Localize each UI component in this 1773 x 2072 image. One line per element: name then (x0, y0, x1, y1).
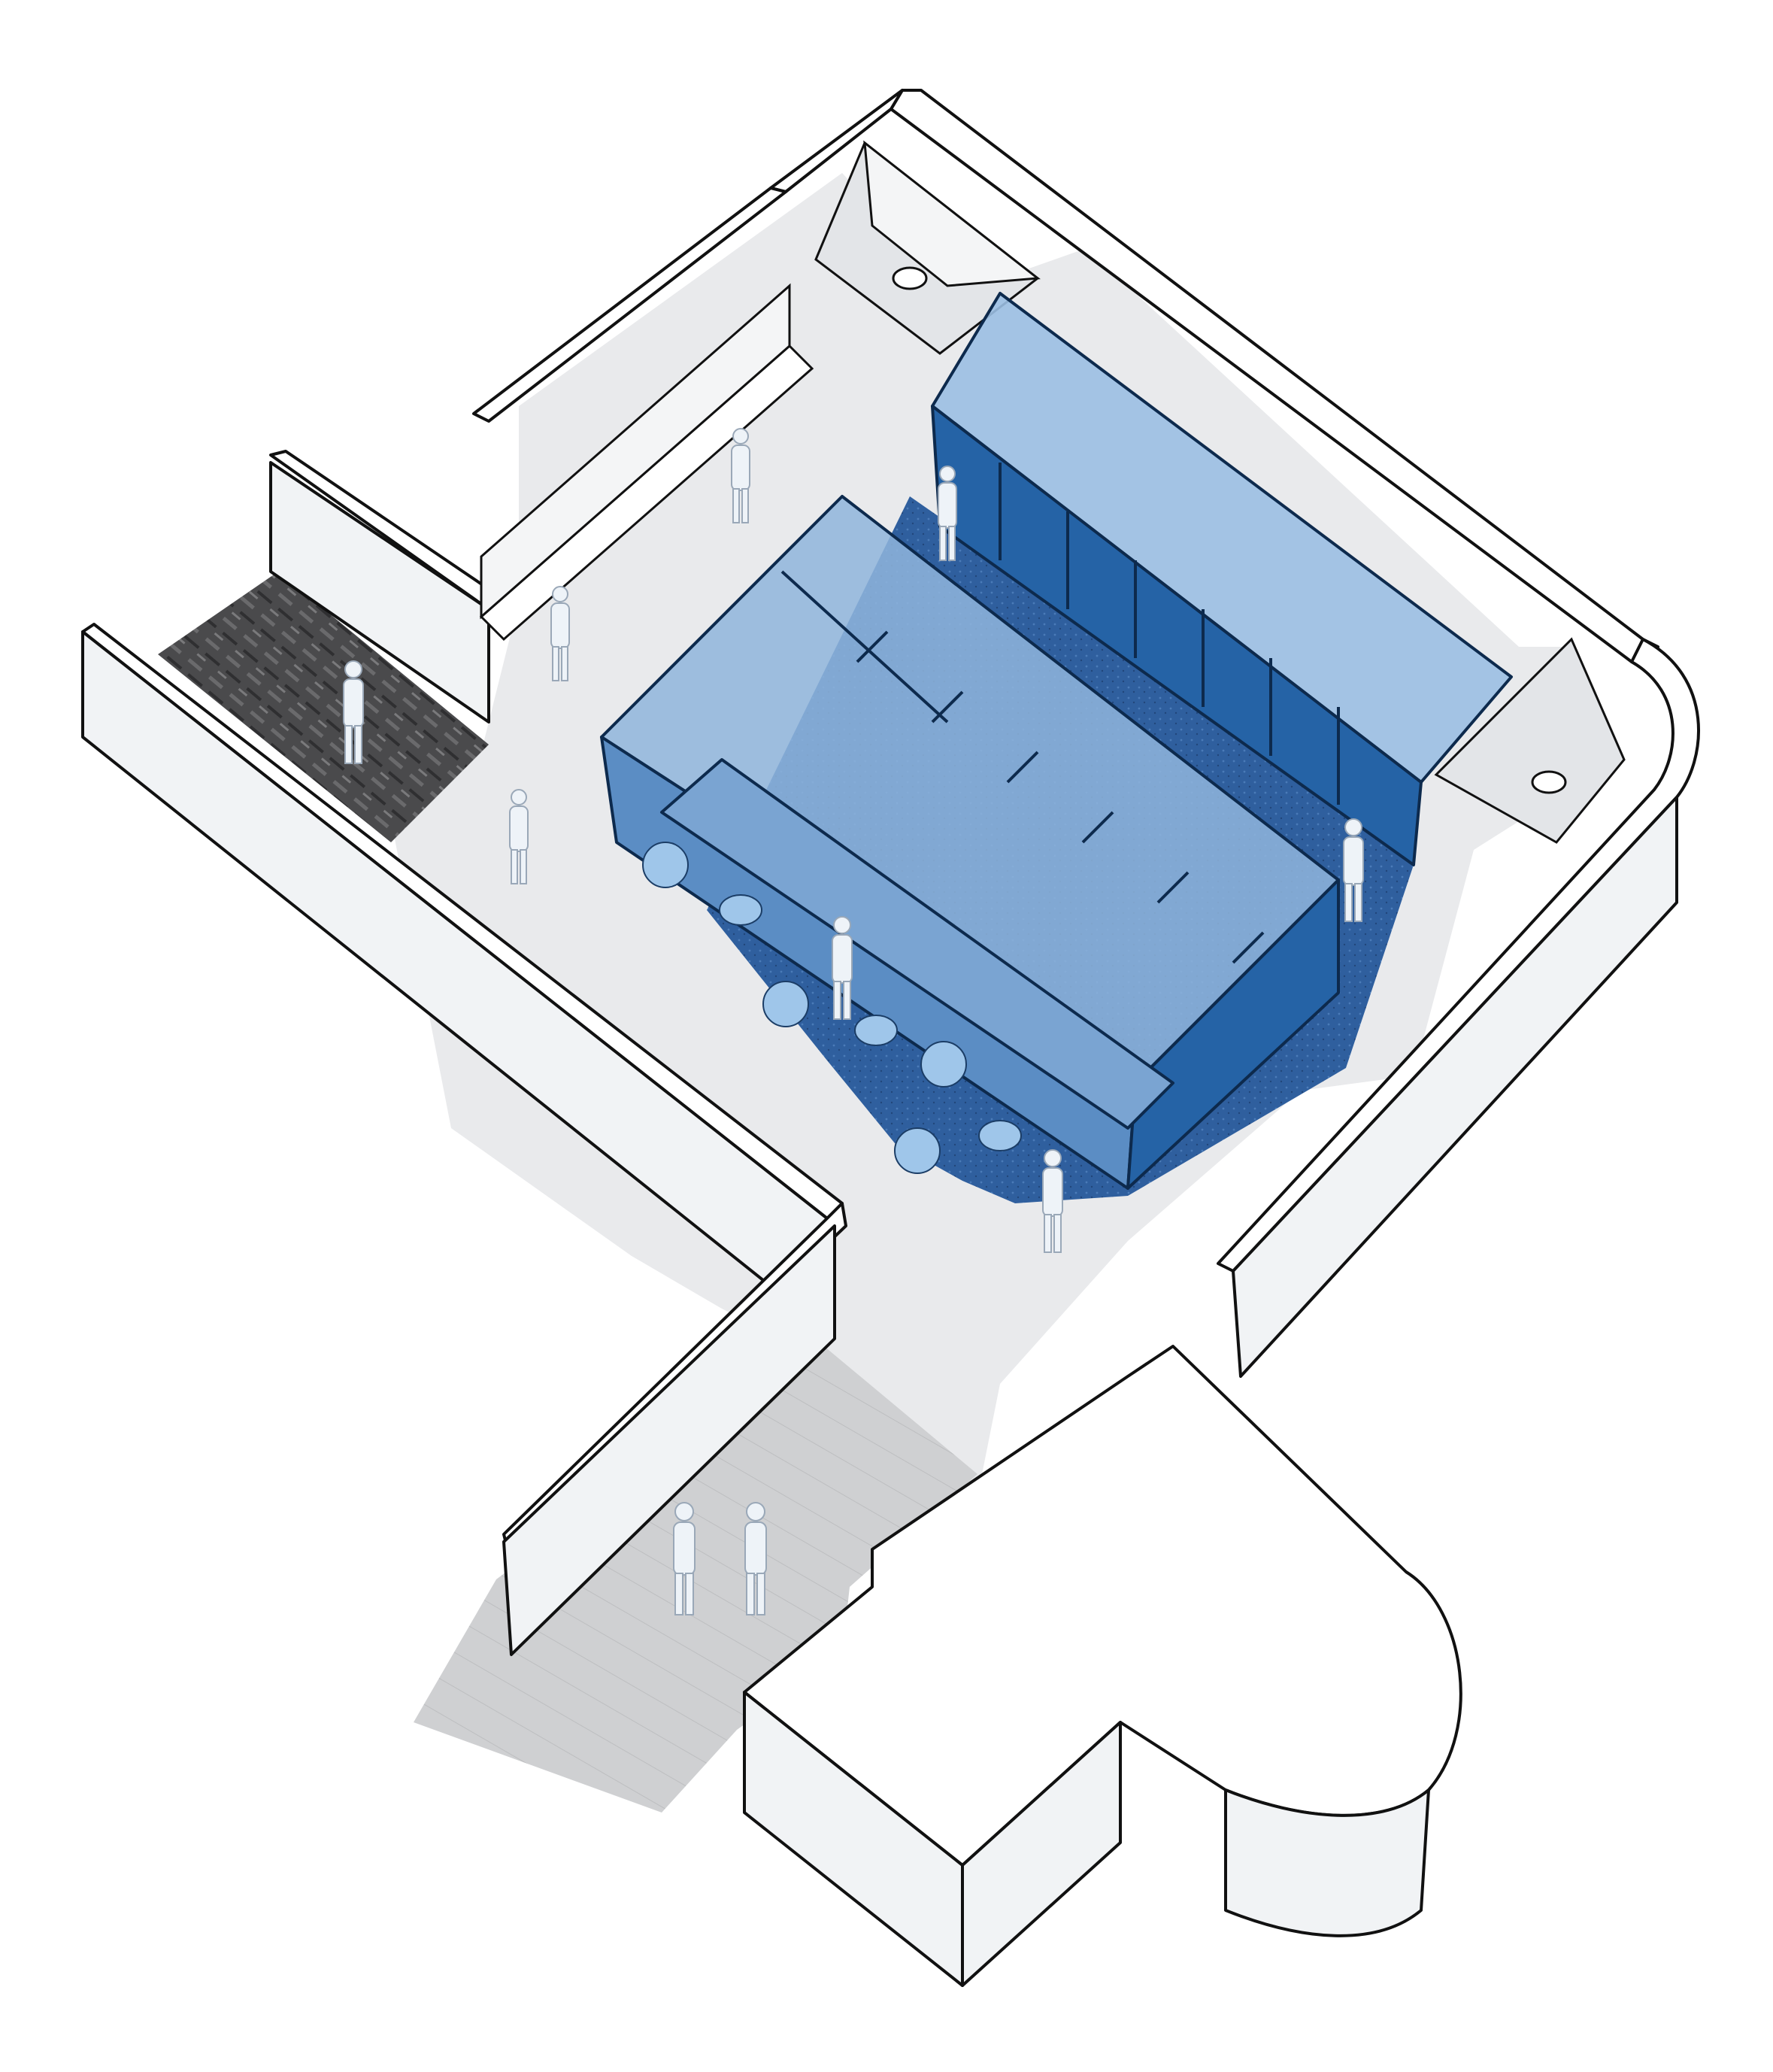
stool (642, 842, 689, 888)
toilet-icon (1531, 770, 1567, 794)
toilet-icon (892, 266, 928, 290)
wall-left-upper (472, 187, 787, 423)
stool (920, 1041, 967, 1088)
person-figure (509, 789, 529, 884)
pod-face-right (1126, 878, 1340, 1190)
counter-back-wall (480, 283, 791, 620)
person-figure (731, 428, 750, 523)
restroom-pod-stalls (931, 292, 1513, 866)
wall-carpet-north-face (269, 461, 490, 724)
lounge-stools (642, 842, 1022, 1174)
stall-divider (856, 630, 889, 663)
stall-divider (1156, 871, 1190, 904)
person-figure (832, 916, 853, 1020)
person-figure (343, 660, 364, 764)
restroom-top-wall (863, 140, 1041, 287)
person-figure (1042, 1149, 1063, 1253)
pod-bench (660, 758, 1174, 1130)
stool (854, 1015, 898, 1046)
people (343, 428, 1364, 1615)
restroom-right-floor (1434, 637, 1626, 844)
stalls-face (931, 405, 1423, 866)
sink-counter (479, 283, 814, 642)
person-figure (550, 586, 570, 681)
outer-wall-east-face (1232, 796, 1678, 1378)
person-figure (1343, 818, 1364, 922)
stool (762, 981, 809, 1027)
accessible-restroom-top (814, 140, 1041, 355)
stall-divider (1006, 751, 1039, 784)
stall-divider (1232, 931, 1265, 964)
restroom-pod-central (600, 495, 1340, 1190)
person-figure (744, 1502, 767, 1615)
carpet-corridor-floor (158, 572, 489, 842)
stool (894, 1127, 941, 1174)
accessible-restroom-right (1434, 637, 1626, 844)
person-figure (938, 466, 957, 561)
outer-wall-south-face-3 (743, 1691, 964, 1987)
stool (719, 894, 762, 926)
wall-southwest-face (502, 1224, 836, 1656)
stall-divider (780, 570, 949, 724)
outer-wall-south-face (1224, 1788, 1430, 1937)
stall-divider (931, 690, 964, 724)
person-figure (673, 1502, 696, 1615)
walls-layer (81, 89, 1700, 1987)
stall-divider (1081, 811, 1114, 844)
stool (978, 1120, 1022, 1151)
